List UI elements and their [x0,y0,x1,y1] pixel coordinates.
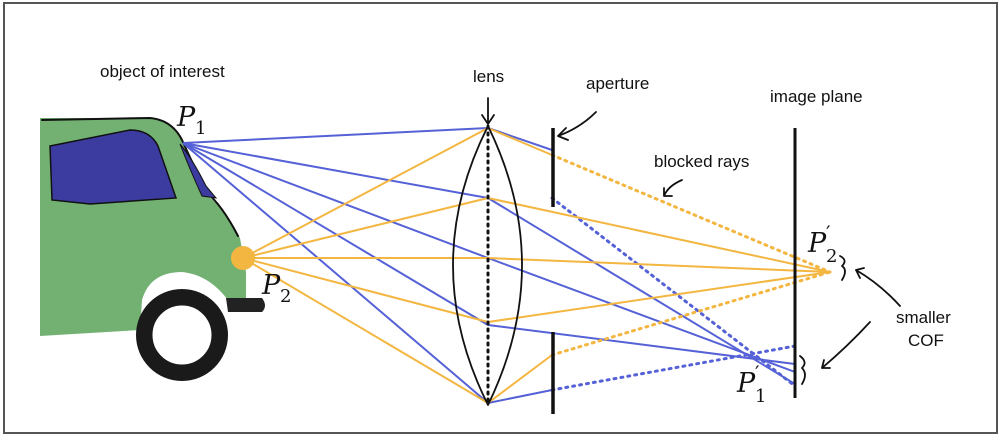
p2-image-brace-icon [839,255,846,281]
image-plane-label: image plane [770,87,863,106]
aperture-label: aperture [586,74,649,93]
lens-arrow-icon [481,97,495,125]
smaller-cof-upper-arrow-icon [855,267,901,307]
orange-ray [242,127,489,259]
lens-label: lens [473,67,504,86]
p2-image-letter: P [807,228,827,259]
p1-image-brace-icon [799,355,806,385]
ray-bundle [182,127,832,404]
p1-letter: P [176,102,196,133]
p1-image-letter: P [736,368,756,399]
p1-subscript: 1 [195,118,206,139]
blue-ray [182,142,489,404]
blue-ray [487,257,796,373]
orange-ray [487,271,831,323]
point-label-p2-image: P ′ 2 [807,221,837,267]
blocked-blue-ray [550,344,797,392]
blocked-rays-label: blocked rays [654,152,749,171]
blocked-orange-ray [550,153,832,274]
orange-ray [487,127,553,156]
point-label-p2: P 2 [261,270,291,307]
van-side-window [179,143,218,199]
orange-ray [487,354,553,404]
blue-ray [487,197,796,385]
orange-ray [242,197,489,259]
blue-ray [182,142,489,259]
p1-image-prime: ′ [755,361,760,385]
p1-image-subscript: 1 [755,386,766,407]
smaller-cof-lower-arrow-icon [821,321,871,369]
blocked-orange-ray [550,270,832,357]
blocked-rays-arrow-icon [663,179,683,197]
blue-ray [182,142,489,199]
cof-label: COF [908,331,944,350]
diagram-frame [3,2,998,434]
blue-ray [487,324,796,365]
blue-ray [487,389,553,404]
orange-ray [242,257,489,404]
orange-ray [487,197,831,273]
p2-subscript: 2 [280,286,291,307]
object-of-interest-label: object of interest [100,62,225,81]
smaller-label: smaller [896,308,951,327]
point-label-p1: P 1 [176,102,206,139]
orange-ray [242,257,489,323]
orange-ray [487,257,831,273]
van-illustration [40,117,265,381]
aperture-arrow-icon [557,111,597,141]
van-outline [41,117,239,237]
van-bumper [226,298,265,312]
blocked-blue-ray [550,196,797,388]
blue-ray [182,142,489,326]
lens-outline [452,125,523,406]
p2-letter: P [261,270,281,301]
point-label-p1-image: P ′ 1 [736,361,766,407]
blue-ray [182,127,489,144]
p2-image-prime: ′ [826,221,831,245]
van-wheel-ring [149,302,215,368]
lens [452,124,523,407]
annotation-marks [481,97,901,385]
van-window [49,129,178,205]
p2-image-subscript: 2 [826,246,837,267]
